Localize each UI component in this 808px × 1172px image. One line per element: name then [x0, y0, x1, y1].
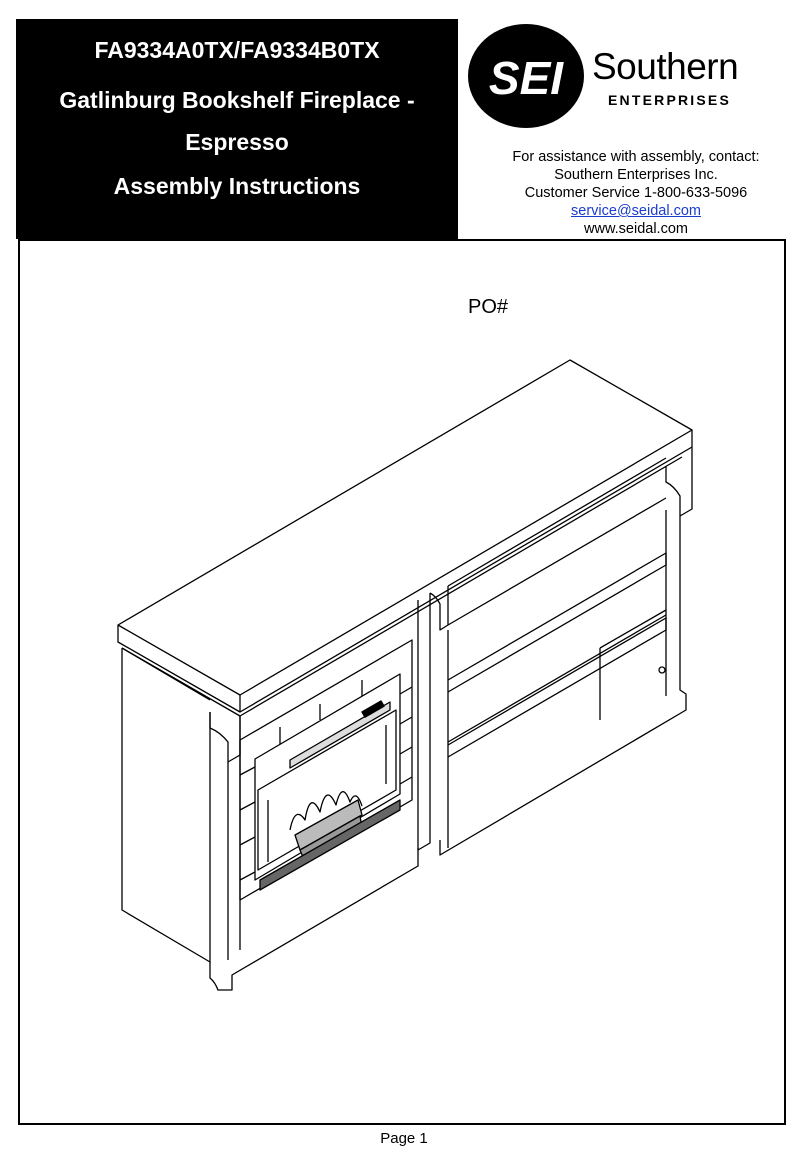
logo-mark: SEI — [489, 52, 564, 104]
contact-intro: For assistance with assembly, contact: — [512, 149, 760, 165]
document-type: Assembly Instructions — [113, 173, 361, 199]
product-name-line1: Gatlinburg Bookshelf Fireplace - — [59, 87, 415, 113]
contact-company: Southern Enterprises Inc. — [554, 167, 718, 183]
po-number-label: PO# — [468, 296, 509, 318]
illustration-frame — [18, 239, 786, 1125]
title-block: FA9334A0TX/FA9334B0TX Gatlinburg Bookshe… — [16, 19, 458, 239]
product-name-line2: Espresso — [185, 129, 289, 155]
fireplace-illustration — [117, 359, 693, 991]
contact-block: For assistance with assembly, contact: S… — [470, 148, 802, 238]
brand-name: Southern — [592, 46, 739, 87]
model-number: FA9334A0TX/FA9334B0TX — [94, 37, 380, 63]
brand-subtitle: ENTERPRISES — [608, 92, 731, 108]
contact-phone: Customer Service 1-800-633-5096 — [524, 185, 748, 201]
contact-website: www.seidal.com — [584, 221, 688, 237]
contact-email-link[interactable]: service@seidal.com — [571, 203, 701, 219]
page-number: Page 1 — [380, 1130, 428, 1147]
sei-logo: SEI — [468, 24, 584, 128]
